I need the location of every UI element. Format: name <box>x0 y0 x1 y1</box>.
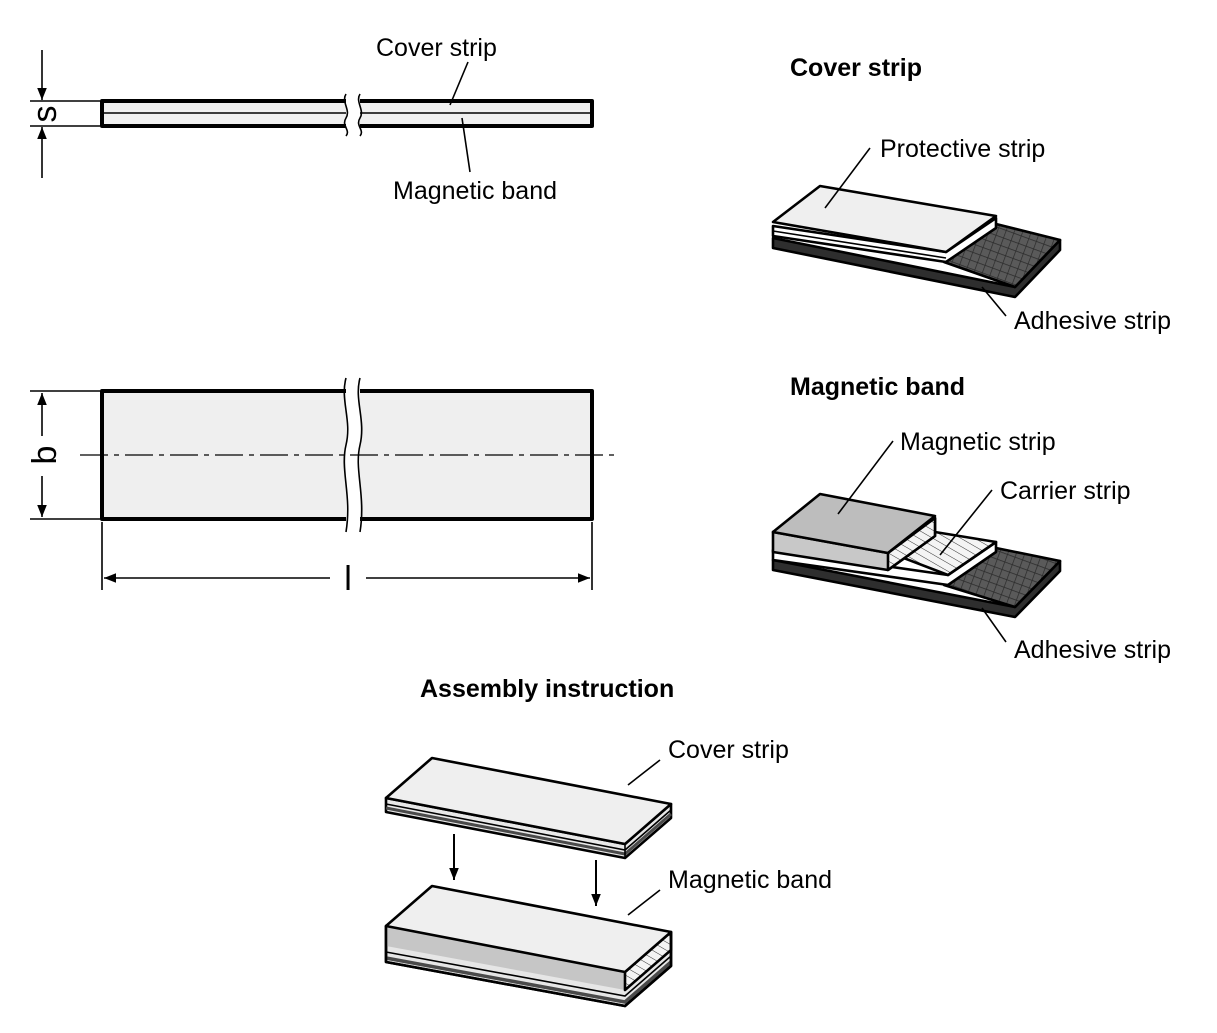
assembly-band-layer-2 <box>385 956 673 1004</box>
leader-assembly-cover <box>627 759 661 786</box>
label-protective-strip: Protective strip <box>880 135 1045 163</box>
assembly-band-magnetic-layer <box>386 926 625 990</box>
top-view-break-gap <box>346 380 360 532</box>
label-adhesive-strip-2: Adhesive strip <box>1014 636 1171 664</box>
leader-adhesive-strip-1 <box>981 286 1007 317</box>
side-view-break-gap <box>346 94 360 134</box>
side-view-break-left <box>343 93 349 137</box>
heading-assembly-instruction: Assembly instruction <box>420 675 674 703</box>
dimension-b: b <box>26 446 64 465</box>
label-side-magnetic-band: Magnetic band <box>393 177 557 205</box>
heading-cover-strip: Cover strip <box>790 54 922 82</box>
side-view: s Cover strip Magnetic band <box>26 34 594 205</box>
side-view-break-right <box>357 93 363 137</box>
assembly-cover-top <box>384 756 673 846</box>
top-view: b l <box>26 377 618 598</box>
top-view-break-left <box>343 377 349 533</box>
leader-magnetic-strip <box>837 440 894 515</box>
cover-strip-detail: Cover strip Protective strip Adhesive st… <box>771 54 1171 335</box>
dimension-s: s <box>26 106 64 123</box>
magnetic-band-detail: Magnetic band Magnetic strip Carrier str… <box>771 373 1171 664</box>
band-magnetic-end <box>886 516 937 572</box>
label-magnetic-strip: Magnetic strip <box>900 428 1056 456</box>
assembly-instruction: Assembly instruction Cover strip Magneti… <box>384 675 832 1008</box>
band-magnetic-top <box>771 492 937 555</box>
label-side-cover-strip: Cover strip <box>376 34 497 62</box>
top-view-break-right <box>357 377 363 533</box>
label-carrier-strip: Carrier strip <box>1000 477 1131 505</box>
assembly-band-outline <box>384 926 673 1008</box>
heading-magnetic-band: Magnetic band <box>790 373 965 401</box>
leader-carrier-strip <box>939 489 993 556</box>
dimension-l: l <box>344 560 352 598</box>
cover-layer-line <box>772 230 947 259</box>
leader-side-cover <box>449 61 469 106</box>
leader-assembly-band <box>627 889 661 916</box>
label-adhesive-strip-1: Adhesive strip <box>1014 307 1171 335</box>
label-assembly-cover-strip: Cover strip <box>668 736 789 764</box>
leader-protective-strip <box>824 147 871 209</box>
label-assembly-magnetic-band: Magnetic band <box>668 866 832 894</box>
leader-adhesive-strip-2 <box>981 607 1007 643</box>
assembly-band-layer-1 <box>385 951 672 997</box>
leader-side-magnetic <box>461 117 471 173</box>
